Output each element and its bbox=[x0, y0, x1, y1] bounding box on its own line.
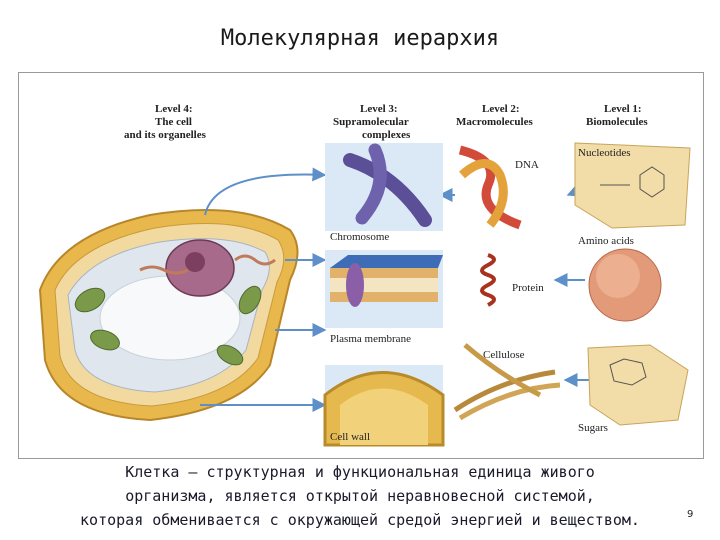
svg-text:Level 3:: Level 3: bbox=[360, 103, 398, 115]
level-1-heading: Level 1: Biomolecules bbox=[586, 103, 648, 128]
nucleotides-panel: Nucleotides bbox=[575, 143, 690, 228]
page-number: 9 bbox=[687, 509, 693, 520]
sugars-label: Sugars bbox=[578, 422, 608, 434]
svg-text:Level 1:: Level 1: bbox=[604, 103, 642, 115]
slide-caption: Клетка – структурная и функциональная ед… bbox=[20, 460, 700, 532]
amino-acids-panel: Amino acids bbox=[578, 235, 661, 321]
svg-text:Macromolecules: Macromolecules bbox=[456, 116, 533, 128]
cellulose-label: Cellulose bbox=[483, 349, 525, 361]
chromosome-panel: Chromosome bbox=[325, 143, 443, 243]
amino-acids-label: Amino acids bbox=[578, 235, 634, 247]
chromosome-label: Chromosome bbox=[330, 231, 389, 243]
caption-line: которая обменивается с окружающей средой… bbox=[20, 508, 700, 532]
nucleotides-label: Nucleotides bbox=[578, 147, 631, 159]
svg-text:The cell: The cell bbox=[155, 116, 192, 128]
svg-text:Biomolecules: Biomolecules bbox=[586, 116, 648, 128]
cellulose-illustration: Cellulose bbox=[455, 345, 560, 418]
dna-label: DNA bbox=[515, 159, 539, 171]
protein-illustration: Protein bbox=[482, 255, 544, 305]
cell-wall-panel: Cell wall bbox=[325, 365, 443, 445]
protein-label: Protein bbox=[512, 282, 544, 294]
sugars-panel: Sugars bbox=[578, 345, 688, 434]
svg-text:Level 4:: Level 4: bbox=[155, 103, 193, 115]
caption-line: Клетка – структурная и функциональная ед… bbox=[20, 460, 700, 484]
svg-text:complexes: complexes bbox=[362, 129, 411, 141]
svg-text:Supramolecular: Supramolecular bbox=[333, 116, 409, 128]
level-4-heading: Level 4: The cell and its organelles bbox=[124, 103, 207, 141]
plant-cell-illustration bbox=[40, 210, 298, 420]
svg-text:and its organelles: and its organelles bbox=[124, 129, 207, 141]
caption-line: организма, является открытой неравновесн… bbox=[20, 484, 700, 508]
dna-illustration: DNA bbox=[460, 150, 539, 225]
svg-text:Level 2:: Level 2: bbox=[482, 103, 520, 115]
plasma-membrane-label: Plasma membrane bbox=[330, 333, 411, 345]
level-3-heading: Level 3: Supramolecular complexes bbox=[333, 103, 411, 141]
level-2-heading: Level 2: Macromolecules bbox=[456, 103, 533, 128]
cell-wall-label: Cell wall bbox=[330, 431, 370, 443]
plasma-membrane-panel: Plasma membrane bbox=[325, 250, 443, 345]
